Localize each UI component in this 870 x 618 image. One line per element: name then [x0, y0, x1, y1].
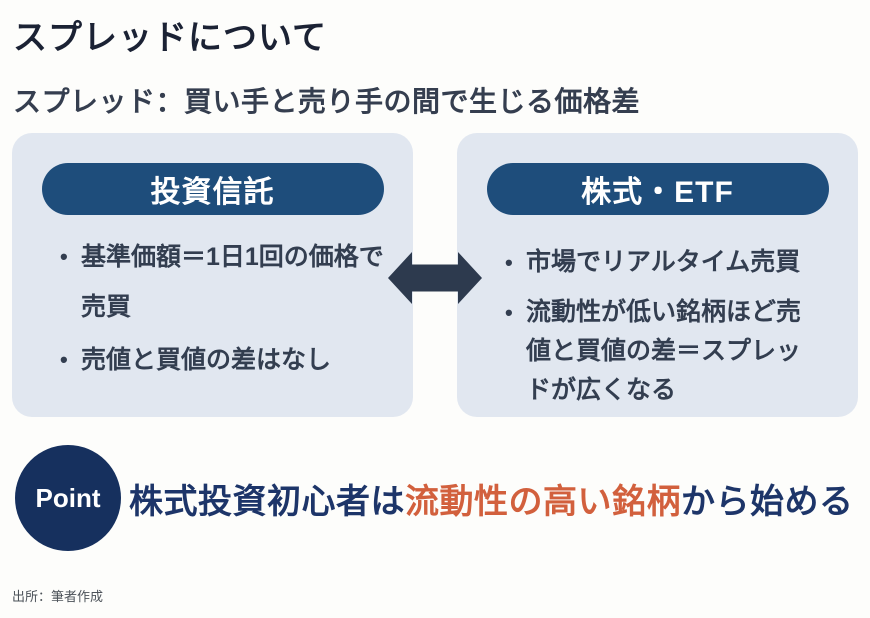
stock-etf-header-label: 株式・ETF — [581, 176, 734, 209]
point-badge: Point — [15, 445, 121, 551]
stock-etf-header-pill: 株式・ETF — [486, 163, 829, 215]
double-arrow-icon — [388, 252, 482, 304]
bullet-item: 市場でリアルタイム売買 — [505, 243, 810, 282]
investment-trust-header-label: 投資信託 — [150, 176, 275, 209]
page-subtitle: スプレッド：買い手と売り手の間で生じる価格差 — [13, 86, 641, 117]
point-statement: 株式投資初心者は流動性の高い銘柄から始める — [129, 474, 854, 523]
bullet-item: 流動性が低い銘柄ほど売値と買値の差＝スプレッドが広くなる — [505, 293, 810, 410]
bullet-item: 基準価額＝1日1回の価格で売買 — [60, 232, 389, 332]
point-text-suffix: から始める — [681, 482, 854, 521]
stock-etf-bullet-list: 市場でリアルタイム売買 流動性が低い銘柄ほど売値と買値の差＝スプレッドが広くなる — [457, 243, 858, 410]
stock-etf-card: 株式・ETF 市場でリアルタイム売買 流動性が低い銘柄ほど売値と買値の差＝スプレ… — [457, 133, 858, 417]
page-title: スプレッドについて — [13, 19, 327, 57]
investment-trust-bullet-list: 基準価額＝1日1回の価格で売買 売値と買値の差はなし — [12, 232, 413, 385]
bullet-item: 売値と買値の差はなし — [60, 335, 389, 385]
point-text-prefix: 株式投資初心者は — [129, 482, 405, 521]
comparison-section: 投資信託 基準価額＝1日1回の価格で売買 売値と買値の差はなし 株式・ETF 市… — [12, 133, 858, 417]
investment-trust-card: 投資信託 基準価額＝1日1回の価格で売買 売値と買値の差はなし — [12, 133, 413, 417]
point-badge-label: Point — [35, 482, 101, 513]
point-text-highlight: 流動性の高い銘柄 — [405, 482, 681, 521]
investment-trust-header-pill: 投資信託 — [41, 163, 384, 215]
point-section: Point 株式投資初心者は流動性の高い銘柄から始める — [15, 445, 854, 551]
source-note: 出所：筆者作成 — [12, 589, 104, 604]
